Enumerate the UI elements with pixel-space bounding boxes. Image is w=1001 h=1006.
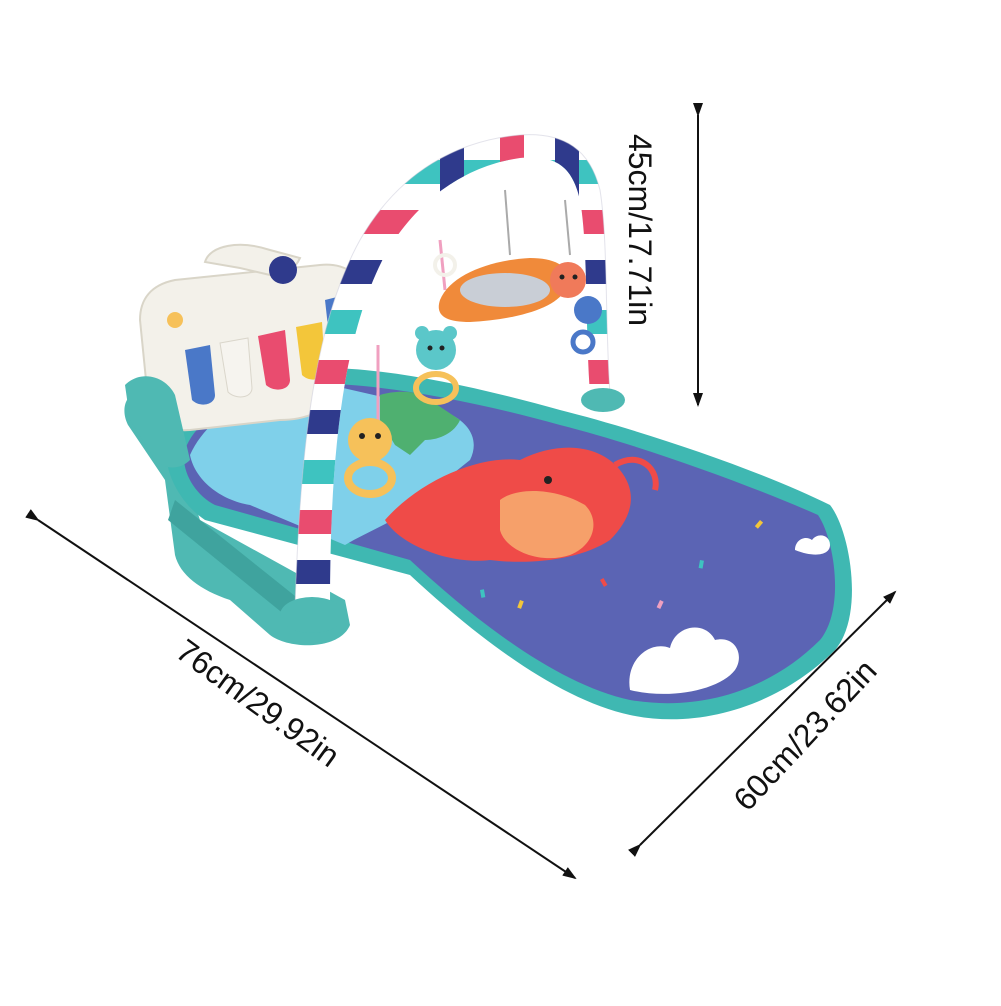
arch-foot-right — [581, 388, 625, 412]
arch-foot-left — [280, 597, 344, 633]
tiger-rattle-toy — [344, 418, 396, 498]
length-arrow — [25, 509, 577, 880]
elephant-print — [385, 447, 659, 562]
height-dimension-label: 45cm/17.71in — [622, 133, 658, 327]
crocodile-print — [380, 391, 460, 455]
mirror-toy — [438, 258, 569, 322]
confetti-print — [480, 520, 764, 609]
play-mat — [166, 367, 852, 720]
octopus-toy — [570, 296, 602, 355]
hanging-toys — [344, 189, 602, 498]
ring-toy — [433, 253, 457, 277]
frame-base — [124, 392, 351, 646]
fox-toy — [550, 262, 586, 298]
bear-teether-toy — [413, 326, 459, 405]
cloud-print — [629, 535, 830, 694]
width-arrow — [627, 590, 897, 858]
piano-stand — [125, 376, 190, 468]
